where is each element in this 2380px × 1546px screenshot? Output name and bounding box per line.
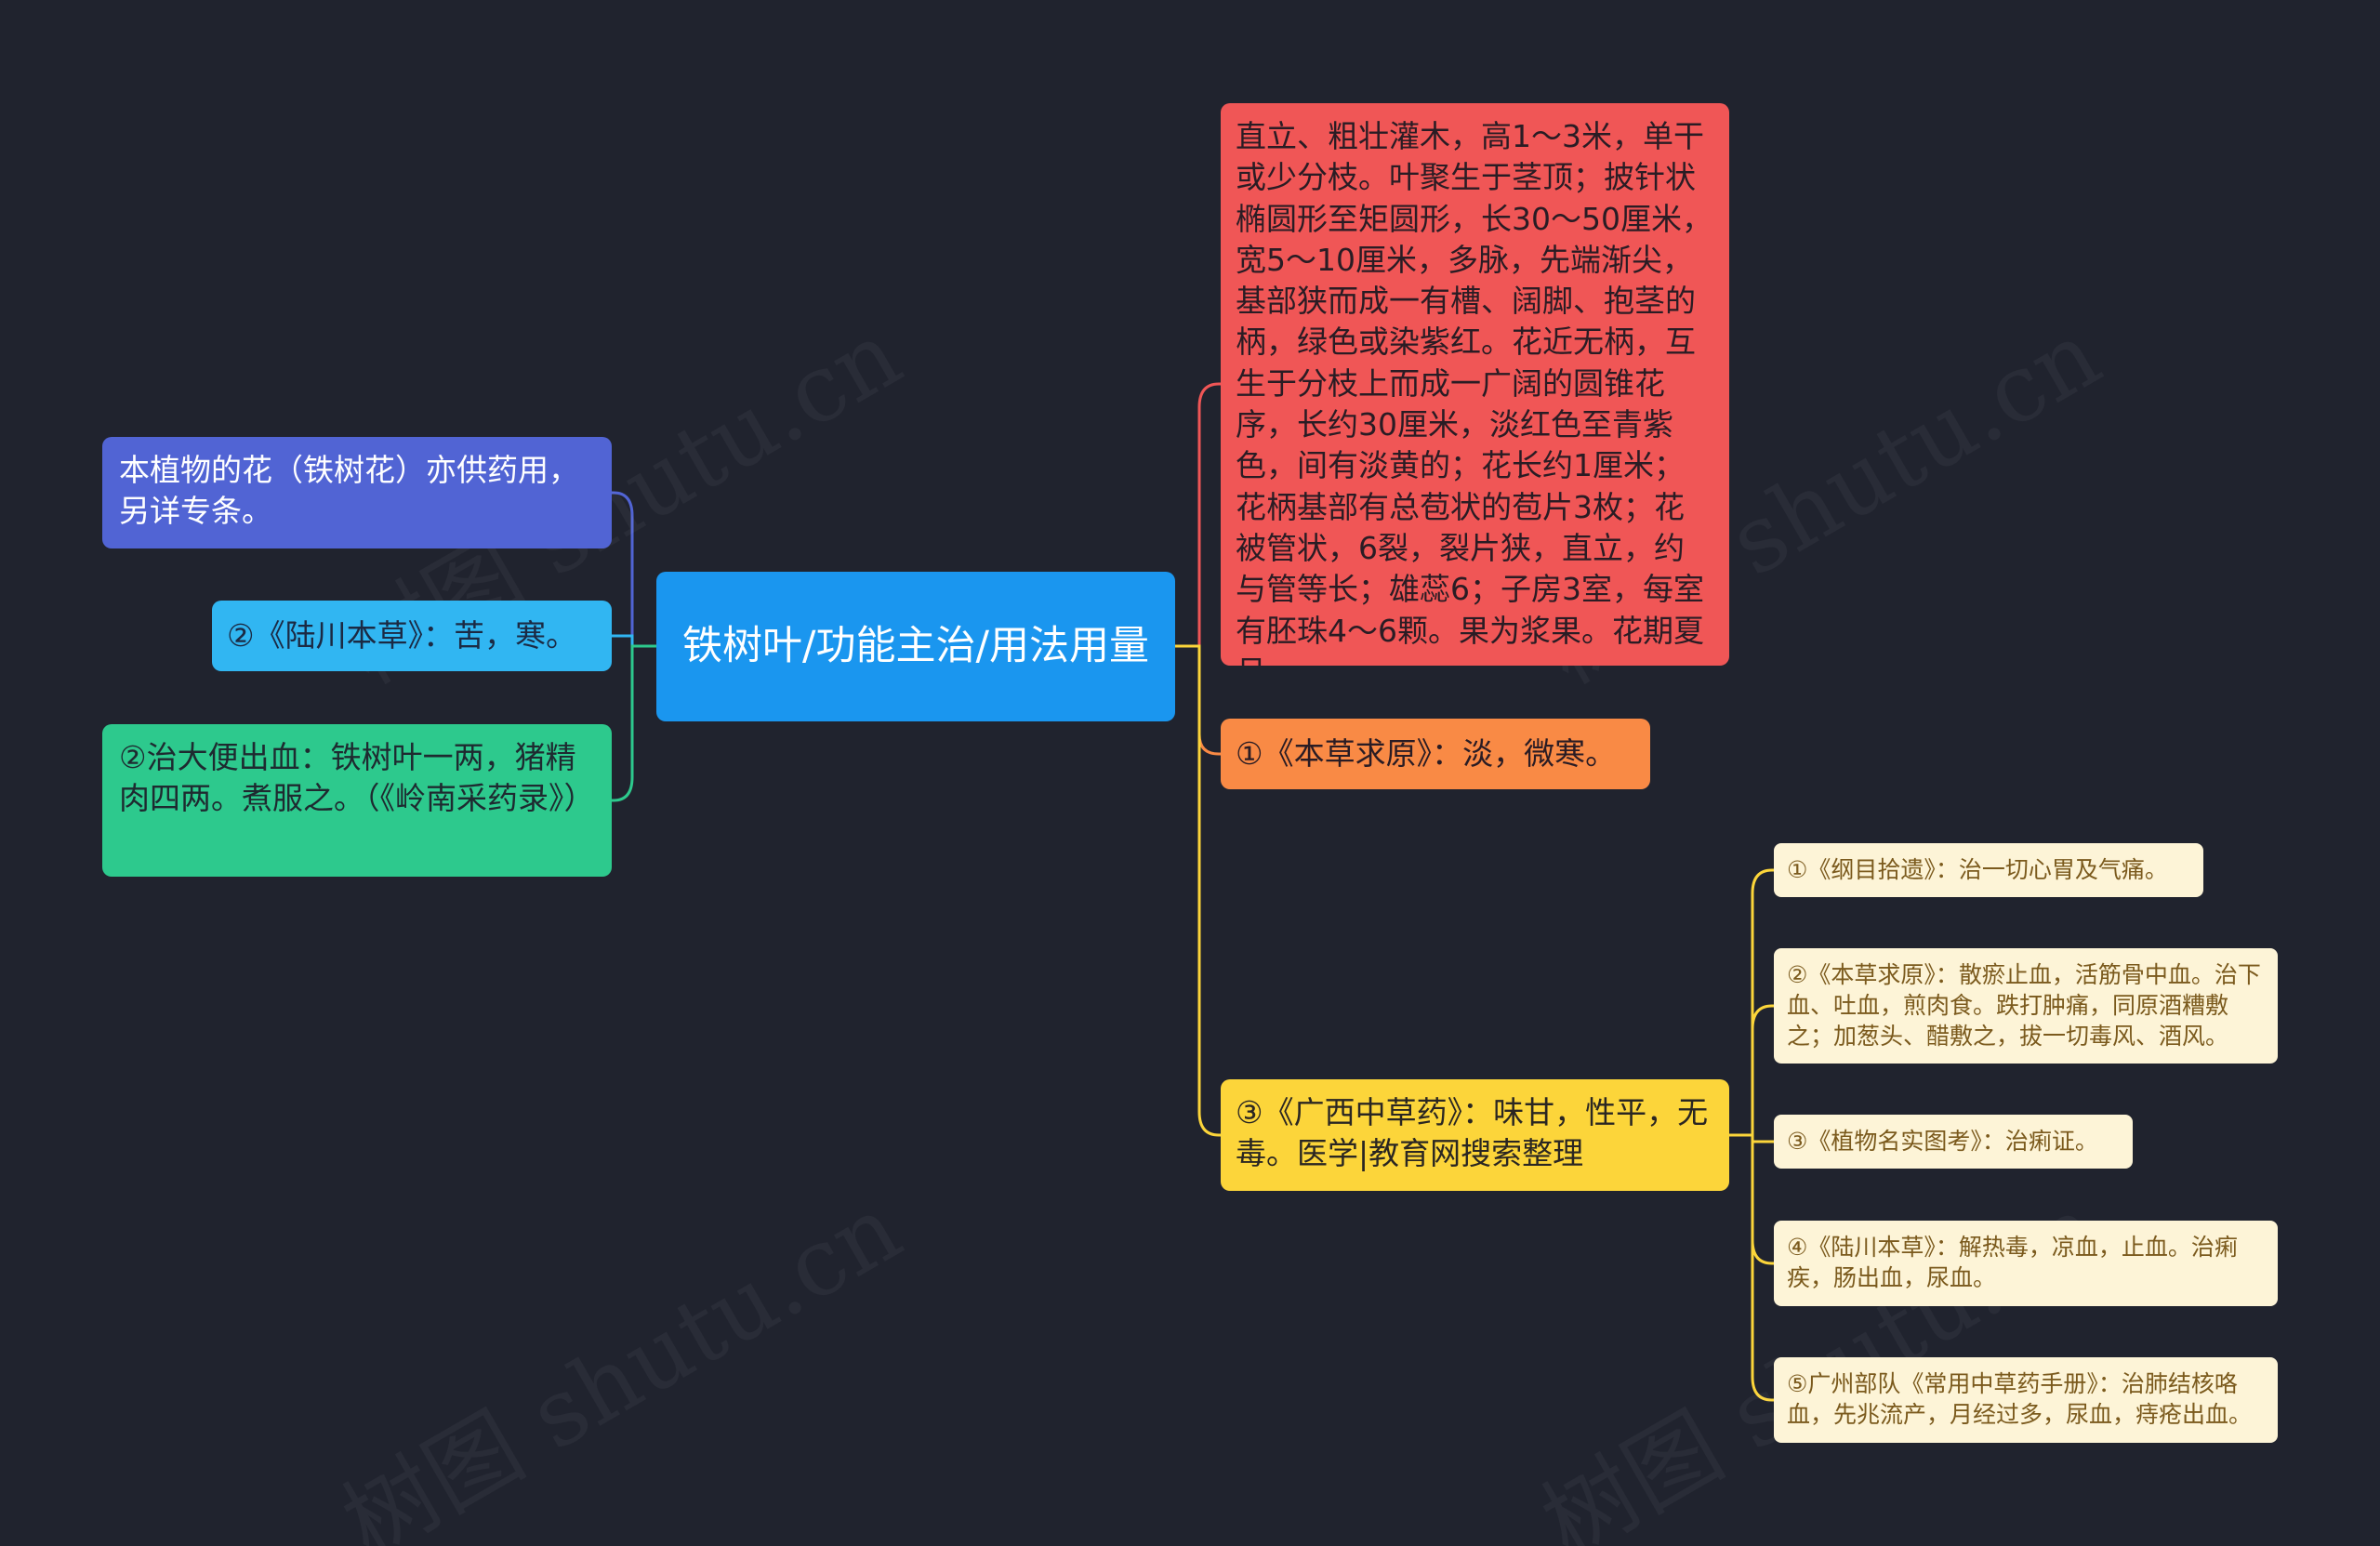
central-topic-label: 铁树叶/功能主治/用法用量 (682, 623, 1149, 669)
topic-node-flower-note[interactable]: 本植物的花（铁树花）亦供药用，另详专条。 (102, 437, 612, 548)
topic-label: 直立、粗壮灌木，高1～3米，单干或少分枝。叶聚生于茎顶；披针状椭圆形至矩圆形，长… (1236, 118, 1712, 666)
subtopic-label: ③《植物名实图考》：治痢证。 (1787, 1128, 2098, 1155)
topic-label: ②治大便出血：铁树叶一两，猪精肉四两。煮服之。（《岭南采药录》） (119, 739, 595, 816)
subtopic-label: ②《本草求原》：散瘀止血，活筋骨中血。治下血、吐血，煎肉食。跌打肿痛，同原酒糟敷… (1787, 961, 2261, 1050)
topic-node-luchuan-taste[interactable]: ②《陆川本草》：苦，寒。 (212, 601, 612, 671)
subtopic-label: ④《陆川本草》：解热毒，凉血，止血。治痢疾，肠出血，尿血。 (1787, 1234, 2238, 1291)
subtopic-label: ⑤广州部队《常用中草药手册》：治肺结核咯血，先兆流产，月经过多，尿血，痔疮出血。 (1787, 1370, 2253, 1428)
link-center-left3 (612, 644, 656, 802)
link-center-right1 (1175, 382, 1221, 648)
subtopic-label: ①《纲目拾遗》：治一切心胃及气痛。 (1787, 856, 2168, 883)
link-center-right3 (1175, 644, 1221, 1137)
topic-node-bencao-qiuyuan-taste[interactable]: ①《本草求原》：淡，微寒。 (1221, 719, 1650, 789)
topic-label: ①《本草求原》：淡，微寒。 (1236, 735, 1617, 772)
subtopic-node-bencao-qiuyuan[interactable]: ②《本草求原》：散瘀止血，活筋骨中血。治下血、吐血，煎肉食。跌打肿痛，同原酒糟敷… (1774, 948, 2278, 1064)
topic-node-guangxi-herbs[interactable]: ③《广西中草药》：味甘，性平，无毒。医学|教育网搜索整理 (1221, 1079, 1729, 1191)
topic-label: ②《陆川本草》：苦，寒。 (227, 617, 577, 654)
link-right3-sub5 (1729, 1133, 1774, 1402)
topic-node-plant-description[interactable]: 直立、粗壮灌木，高1～3米，单干或少分枝。叶聚生于茎顶；披针状椭圆形至矩圆形，长… (1221, 103, 1729, 666)
topic-label: ③《广西中草药》：味甘，性平，无毒。医学|教育网搜索整理 (1236, 1094, 1709, 1171)
link-center-left1 (612, 491, 656, 648)
subtopic-node-gangmu-shiyi[interactable]: ①《纲目拾遗》：治一切心胃及气痛。 (1774, 843, 2203, 897)
subtopic-node-guangzhou-handbook[interactable]: ⑤广州部队《常用中草药手册》：治肺结核咯血，先兆流产，月经过多，尿血，痔疮出血。 (1774, 1357, 2278, 1443)
topic-label: 本植物的花（铁树花）亦供药用，另详专条。 (119, 452, 579, 529)
link-right3-sub2 (1729, 1004, 1774, 1137)
topic-node-bleeding-recipe[interactable]: ②治大便出血：铁树叶一两，猪精肉四两。煮服之。（《岭南采药录》） (102, 724, 612, 877)
subtopic-node-luchuan-bencao[interactable]: ④《陆川本草》：解热毒，凉血，止血。治痢疾，肠出血，尿血。 (1774, 1221, 2278, 1306)
link-center-left2 (612, 634, 656, 648)
subtopic-node-zhiwu-mingshi[interactable]: ③《植物名实图考》：治痢证。 (1774, 1115, 2133, 1169)
central-topic-node[interactable]: 铁树叶/功能主治/用法用量 (656, 572, 1175, 721)
link-right3-sub1 (1729, 868, 1774, 1137)
